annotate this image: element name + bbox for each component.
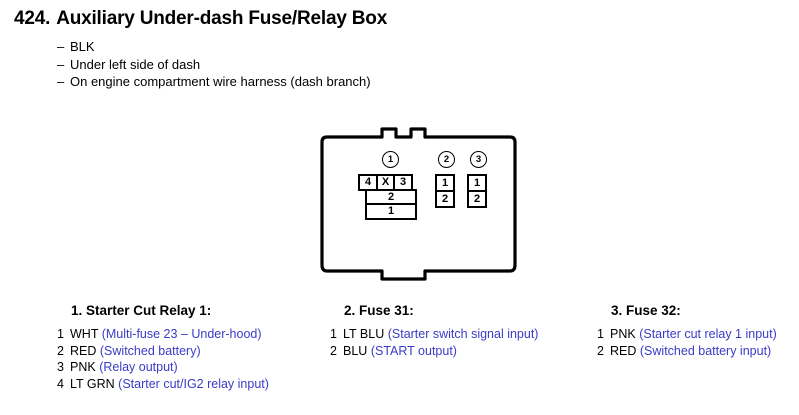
legend-description: (START output) <box>370 343 457 358</box>
subtitle-text: Under left side of dash <box>70 56 201 72</box>
legend-description: (Switched battery input) <box>639 343 772 358</box>
relay-connector-terminals: 4 X 3 2 1 <box>358 174 417 220</box>
subtitle-item: –BLK <box>57 38 371 56</box>
legend-pin: 1 <box>57 327 64 341</box>
legend-wire-color: PNK <box>70 360 96 374</box>
callout-marker-3: 3 <box>470 151 487 168</box>
legend-wire-color: LT BLU <box>343 327 385 341</box>
fuse-32-terminal-2: 2 <box>467 189 487 208</box>
relay-terminal-row-bottom: 1 <box>365 203 417 220</box>
legend-wire-color: LT GRN <box>70 376 115 391</box>
dash-icon: – <box>57 74 65 89</box>
subtitle-item: –Under left side of dash <box>57 56 371 74</box>
relay-terminal-1: 1 <box>365 203 417 220</box>
dash-icon: – <box>57 56 65 72</box>
legend-description: (Starter switch signal input) <box>387 327 539 341</box>
callout-marker-1: 1 <box>382 151 399 168</box>
legend-description: (Relay output) <box>99 360 178 374</box>
legend-title: 2. Fuse 31: <box>344 303 414 318</box>
legend-wire-color: BLU <box>343 343 368 358</box>
legend-title: 1. Starter Cut Relay 1: <box>71 303 212 318</box>
legend-pin: 1 <box>597 327 604 341</box>
subtitle-text: BLK <box>70 39 95 54</box>
legend-pin: 3 <box>57 360 64 374</box>
fuse-32-terminals: 1 2 <box>467 174 487 208</box>
legend-row: 3 PNK (Relay output) <box>57 359 269 376</box>
legend-column-fuse-31: 2. Fuse 31: 1 LT BLU (Starter switch sign… <box>330 303 538 359</box>
page-title-number: 424. <box>14 8 51 29</box>
legend-pin: 4 <box>57 376 64 391</box>
legend-title: 3. Fuse 32: <box>611 303 681 318</box>
relay-terminal-row-top: 4 X 3 <box>358 174 417 191</box>
fuse-relay-box-diagram: 1 2 3 4 X 3 2 1 1 2 1 2 <box>310 124 535 289</box>
legend-pin: 2 <box>330 343 337 358</box>
callout-marker-2: 2 <box>438 151 455 168</box>
legend-row: 1 PNK (Starter cut relay 1 input) <box>597 326 777 343</box>
legend-wire-color: PNK <box>610 327 636 341</box>
legend-pin: 2 <box>597 343 604 358</box>
legend-pin: 1 <box>330 327 337 341</box>
legend-description: (Starter cut relay 1 input) <box>639 327 777 341</box>
legend-row: 2 BLU (START output) <box>330 343 538 360</box>
legend-description: (Switched battery) <box>99 343 201 358</box>
legend-row: 4 LT GRN (Starter cut/IG2 relay input) <box>57 376 269 393</box>
legend-wire-color: RED <box>70 343 97 358</box>
page-title-text: Auxiliary Under-dash Fuse/Relay Box <box>56 8 388 29</box>
legend-column-starter-cut-relay-1: 1. Starter Cut Relay 1: 1 WHT (Multi-fuse… <box>57 303 269 392</box>
subtitle-list: –BLK –Under left side of dash –On engine… <box>57 38 371 91</box>
legend-pin: 2 <box>57 343 64 358</box>
legend-wire-color: RED <box>610 343 637 358</box>
page-title: 424.Auxiliary Under-dash Fuse/Relay Box <box>14 8 387 30</box>
legend-wire-color: WHT <box>70 327 99 341</box>
box-outline-shape <box>320 127 517 281</box>
legend-row: 1 LT BLU (Starter switch signal input) <box>330 326 538 343</box>
legend-description: (Starter cut/IG2 relay input) <box>118 376 269 391</box>
fuse-31-terminal-2: 2 <box>435 189 455 208</box>
legend-column-fuse-32: 3. Fuse 32: 1 PNK (Starter cut relay 1 in… <box>597 303 777 359</box>
legend-row: 2 RED (Switched battery input) <box>597 343 777 360</box>
fuse-31-terminals: 1 2 <box>435 174 455 208</box>
legend-row: 2 RED (Switched battery) <box>57 343 269 360</box>
legend-description: (Multi-fuse 23 – Under-hood) <box>101 327 262 341</box>
legend-row: 1 WHT (Multi-fuse 23 – Under-hood) <box>57 326 269 343</box>
subtitle-text: On engine compartment wire harness (dash… <box>70 74 371 89</box>
dash-icon: – <box>57 39 65 54</box>
subtitle-item: –On engine compartment wire harness (das… <box>57 73 371 91</box>
